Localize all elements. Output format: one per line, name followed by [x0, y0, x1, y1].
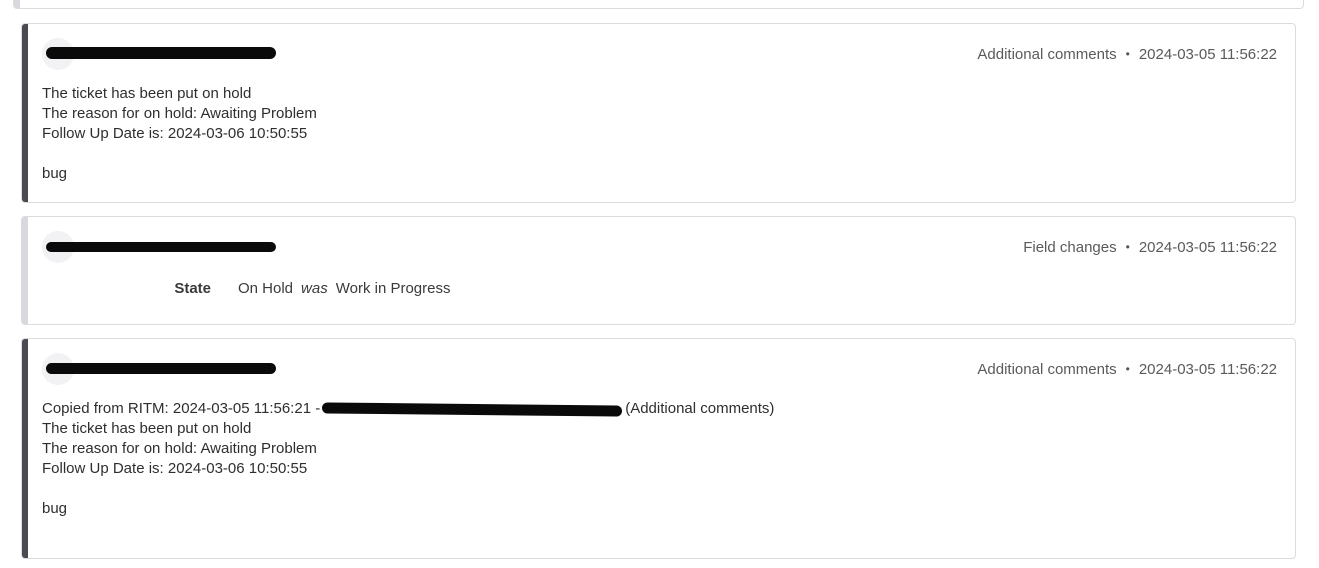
- activity-entry-previous: [13, 0, 1304, 9]
- entry-header: Field changes • 2024-03-05 11:56:22: [42, 231, 1277, 263]
- comment-line: The reason for on hold: Awaiting Problem: [42, 440, 317, 457]
- copied-from-line: Copied from RITM: 2024-03-05 11:56:21 - (…: [42, 399, 1277, 419]
- copied-from-suffix: (Additional comments): [625, 400, 775, 417]
- entry-accent-bar: [22, 339, 28, 558]
- redacted-author-name: [46, 363, 276, 374]
- entry-type: Additional comments: [977, 45, 1117, 63]
- redacted-email: [322, 401, 623, 417]
- redacted-author-name: [46, 47, 276, 59]
- bullet-separator-icon: •: [1125, 361, 1130, 376]
- comment-line: bug: [42, 500, 68, 517]
- entry-accent-bar: [14, 0, 20, 8]
- comment-blank-line: [42, 479, 1277, 499]
- entry-author[interactable]: [42, 231, 276, 263]
- entry-meta: Field changes • 2024-03-05 11:56:22: [1023, 239, 1277, 256]
- entry-meta: Additional comments • 2024-03-05 11:56:22: [977, 361, 1277, 378]
- entry-header: Additional comments • 2024-03-05 11:56:22: [42, 38, 1277, 70]
- entry-type: Field changes: [1023, 238, 1117, 256]
- comment-line: The ticket has been put on hold: [42, 420, 252, 437]
- comment-line: The ticket has been put on hold: [42, 85, 252, 102]
- entry-author[interactable]: [42, 38, 276, 70]
- comment-blank-line: [42, 144, 1277, 164]
- bullet-separator-icon: •: [1125, 239, 1130, 254]
- field-old-value: Work in Progress: [335, 280, 451, 297]
- entry-timestamp: 2024-03-05 11:56:22: [1138, 238, 1277, 256]
- entry-timestamp: 2024-03-05 11:56:22: [1138, 360, 1277, 378]
- entry-type: Additional comments: [977, 360, 1117, 378]
- comment-line: The reason for on hold: Awaiting Problem: [42, 105, 317, 122]
- activity-entry-comment: Additional comments•2024-03-05 11:56:22 …: [21, 23, 1296, 203]
- entry-meta: Additional comments • 2024-03-05 11:56:22: [977, 46, 1277, 63]
- entry-comment-body: The ticket has been put on hold The reas…: [42, 84, 1277, 184]
- field-name: State: [174, 280, 211, 297]
- activity-entry-comment: Additional comments•2024-03-05 11:56:22 …: [21, 338, 1296, 559]
- comment-line: bug: [42, 165, 68, 182]
- activity-entry-field-change: Field changes • 2024-03-05 11:56:22 State …: [21, 216, 1296, 325]
- field-change-row: State On Hold was Work in Progress: [42, 280, 450, 297]
- comment-line: Follow Up Date is: 2024-03-06 10:50:55: [42, 125, 308, 142]
- entry-comment-body: Copied from RITM: 2024-03-05 11:56:21 - (…: [42, 399, 1277, 519]
- field-new-value: On Hold: [238, 280, 294, 297]
- field-was-label: was: [301, 280, 328, 297]
- entry-accent-bar: [22, 24, 28, 202]
- entry-timestamp: 2024-03-05 11:56:22: [1138, 45, 1277, 63]
- bullet-separator-icon: •: [1125, 46, 1130, 61]
- entry-header: Additional comments • 2024-03-05 11:56:22: [42, 353, 1277, 385]
- redacted-author-name: [46, 242, 276, 252]
- copied-from-prefix: Copied from RITM: 2024-03-05 11:56:21 -: [42, 400, 321, 417]
- entry-accent-bar: [22, 217, 28, 324]
- entry-author[interactable]: [42, 353, 276, 385]
- comment-line: Follow Up Date is: 2024-03-06 10:50:55: [42, 460, 308, 477]
